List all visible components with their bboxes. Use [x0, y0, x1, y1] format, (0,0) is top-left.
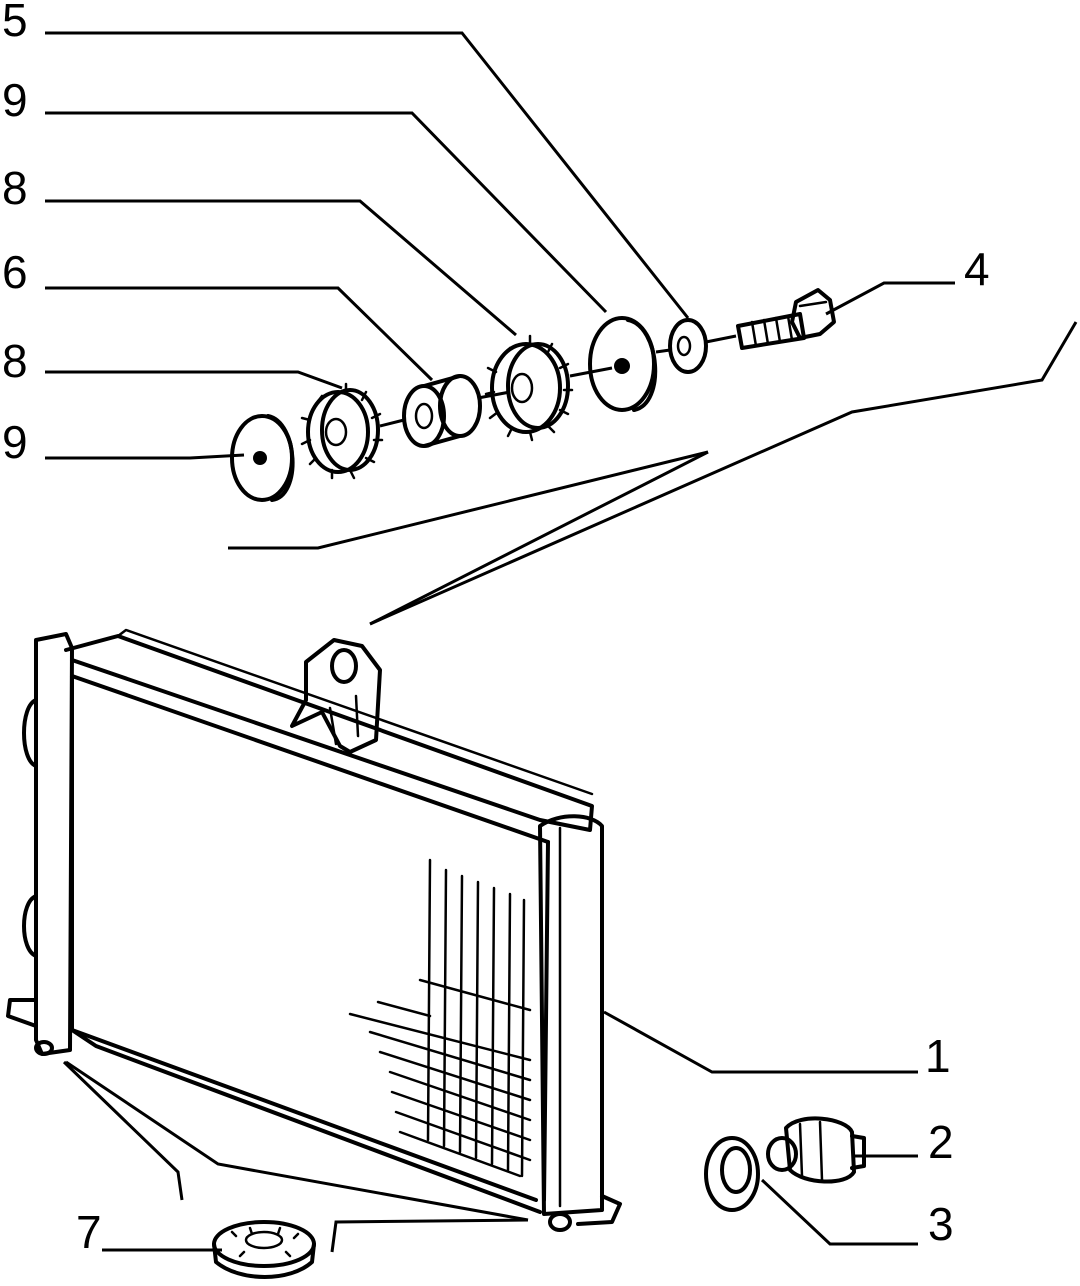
seal-part-3 — [704, 1136, 760, 1212]
callout-9-top: 9 — [2, 74, 28, 126]
callout-3: 3 — [928, 1198, 954, 1250]
leader-9-top — [45, 111, 608, 314]
leader-assembly-1 — [228, 450, 709, 550]
leader-7-bracket-mid — [65, 1060, 529, 1222]
callout-7: 7 — [76, 1206, 102, 1258]
leader-8-top — [45, 199, 517, 337]
leader-8-mid — [45, 370, 343, 390]
cap-part-7 — [212, 1220, 316, 1279]
leader-assembly-3 — [369, 321, 1078, 626]
radiator-core-fins — [348, 858, 532, 1178]
callout-5: 5 — [2, 0, 28, 46]
leader-4 — [825, 281, 955, 316]
callout-2: 2 — [928, 1116, 954, 1168]
leader-6 — [45, 286, 434, 382]
switch-part-2 — [766, 1116, 866, 1184]
callout-1: 1 — [925, 1030, 951, 1082]
washer-part-9-bottom — [230, 414, 295, 502]
leader-1 — [603, 1010, 918, 1074]
leader-7-bracket-left — [62, 1060, 184, 1201]
washer-part-5 — [655, 318, 737, 374]
leader-5 — [45, 31, 690, 319]
leader-assembly-2 — [369, 450, 709, 626]
leader-3 — [760, 1178, 918, 1246]
callout-4: 4 — [964, 243, 990, 295]
callout-8-mid: 8 — [2, 335, 28, 387]
callout-8-top: 8 — [2, 162, 28, 214]
bolt-part-4 — [736, 288, 836, 350]
grommet-part-8-top — [477, 334, 574, 442]
radiator-part-1 — [6, 628, 622, 1232]
leader-9-bottom — [45, 453, 245, 460]
spacer-part-6 — [379, 374, 482, 448]
callout-6: 6 — [2, 246, 28, 298]
leader-lines — [45, 31, 1078, 1253]
callout-9-bottom: 9 — [2, 416, 28, 468]
leader-7-bracket-right — [330, 1218, 529, 1253]
washer-part-9-top — [569, 316, 658, 412]
grommet-part-8-bottom — [300, 382, 384, 480]
